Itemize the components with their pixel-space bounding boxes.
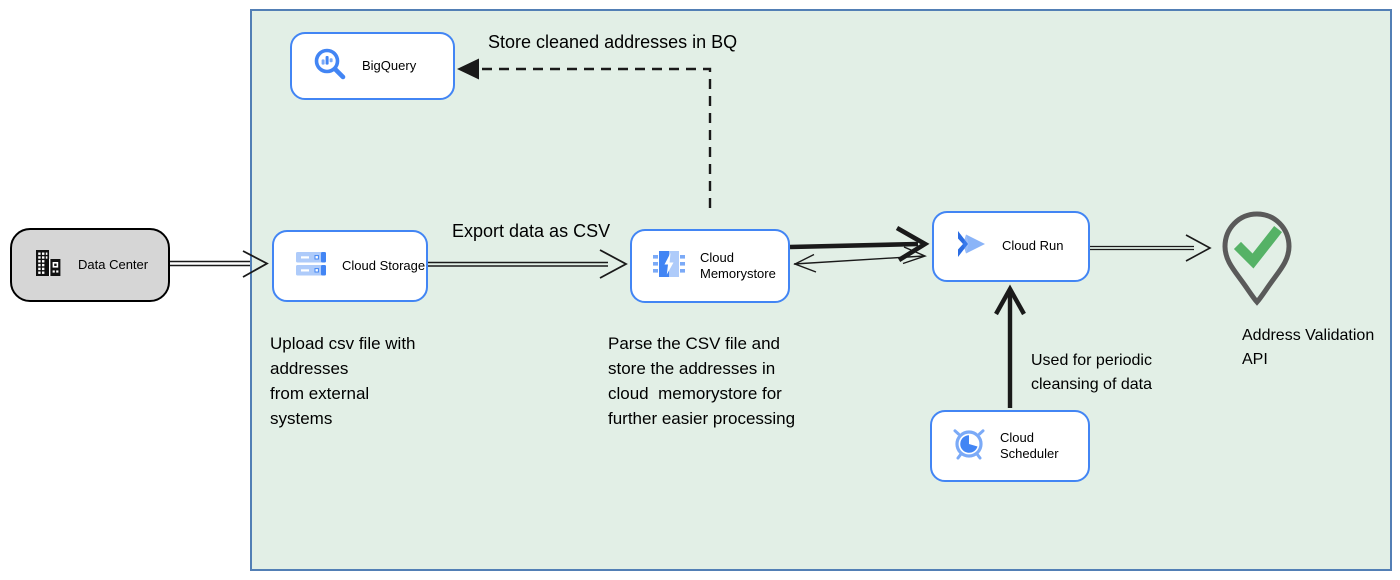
node-label: Data Center bbox=[78, 256, 149, 272]
arrow-storage-to-memorystore bbox=[428, 249, 628, 279]
node-cloud-storage[interactable]: Cloud Storage bbox=[272, 230, 428, 302]
node-cloud-scheduler[interactable]: Cloud Scheduler bbox=[930, 410, 1090, 482]
arrow-memorystore-to-cloudrun bbox=[789, 226, 930, 262]
map-pin-check-icon[interactable] bbox=[1220, 210, 1294, 311]
node-label: Cloud Scheduler bbox=[1000, 429, 1059, 461]
node-data-center[interactable]: Data Center bbox=[10, 228, 170, 302]
node-label: Cloud Memorystore bbox=[700, 249, 776, 281]
arrow-datacenter-to-storage bbox=[170, 250, 269, 278]
label-upload-csv-note: Upload csv file with addresses from exte… bbox=[270, 334, 416, 428]
alarm-clock-icon bbox=[952, 427, 986, 465]
node-label: BigQuery bbox=[362, 57, 417, 73]
node-memorystore[interactable]: Cloud Memorystore bbox=[630, 229, 790, 303]
node-label: Cloud Storage bbox=[342, 257, 426, 273]
gcp-boundary bbox=[250, 9, 1392, 571]
label-parse-csv-note: Parse the CSV file and store the address… bbox=[608, 334, 796, 428]
arrow-cloudrun-to-validation bbox=[1090, 234, 1212, 262]
run-chevron-icon bbox=[954, 229, 988, 264]
node-label: Cloud Run bbox=[1002, 238, 1064, 254]
arrow-cloudrun-to-memorystore bbox=[793, 246, 927, 273]
label-export-data-csv: Export data as CSV bbox=[452, 221, 611, 241]
building-icon bbox=[32, 247, 64, 284]
node-cloud-run[interactable]: Cloud Run bbox=[932, 211, 1090, 282]
node-bigquery[interactable]: BigQuery bbox=[290, 32, 455, 100]
magnifier-chart-icon bbox=[312, 46, 348, 87]
arrow-scheduler-to-cloudrun bbox=[994, 284, 1026, 408]
arrow-memorystore-to-bigquery bbox=[457, 58, 712, 208]
storage-buckets-icon bbox=[294, 250, 328, 283]
label-address-validation-api: Address Validation API bbox=[1242, 327, 1375, 368]
memory-chip-icon bbox=[652, 249, 686, 284]
label-periodic-cleansing-note: Used for periodic cleansing of data bbox=[1031, 352, 1152, 393]
label-store-cleaned-addresses: Store cleaned addresses in BQ bbox=[488, 32, 738, 52]
